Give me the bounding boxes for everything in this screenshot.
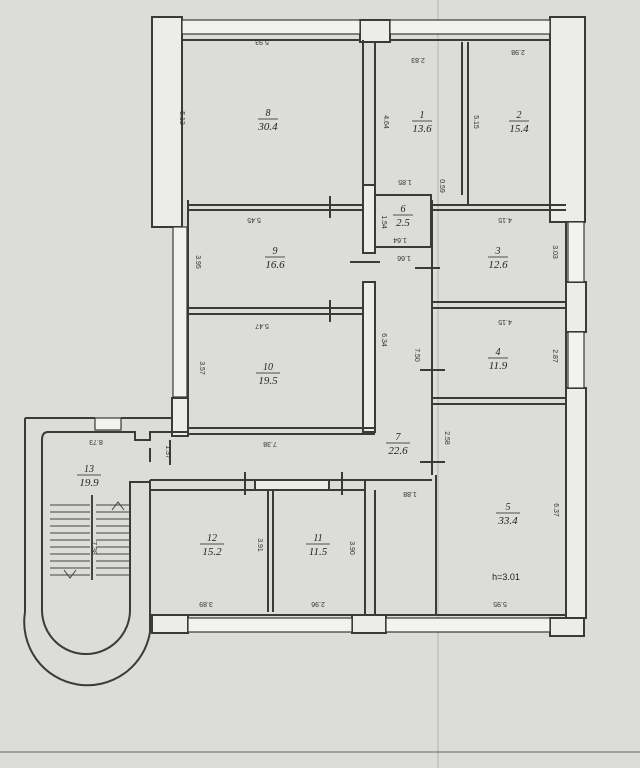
wall-left-upper: [151, 16, 183, 228]
room-3-area: 12.6: [488, 259, 508, 271]
wall-right-lower: [565, 387, 587, 619]
dim-room5-entry: 2.58: [443, 431, 450, 445]
dim-corridor-length: 7.50: [413, 348, 420, 362]
window-stair-top: [94, 417, 122, 431]
room-10-area: 19.5: [258, 375, 278, 387]
room-7-area: 22.6: [388, 445, 408, 457]
dim-corridor-spine: 6.34: [380, 333, 387, 347]
wall-pier-top: [359, 19, 391, 43]
dim-room4-width: 4.15: [498, 318, 512, 325]
room-labels: 8 30.4 1 13.6 2 15.4 6 2.5 9 16.6 3 12.6…: [77, 108, 529, 582]
window-bottom-right: [385, 617, 551, 633]
room-2-area: 15.4: [509, 123, 529, 135]
room-12-number: 12: [207, 533, 217, 544]
dim-room6-depth: 1.54: [380, 215, 387, 229]
dim-room4-depth: 2.87: [551, 349, 558, 363]
wall-corner-br: [549, 617, 585, 637]
dim-room13-width: 8.73: [89, 438, 103, 445]
room-11-area: 11.5: [309, 546, 328, 558]
dim-room8-width: 5.93: [255, 38, 269, 45]
windows: [94, 19, 585, 633]
dim-hall-1: 1.85: [398, 178, 412, 185]
dim-room9-width: 5.45: [247, 216, 261, 223]
room-10-number: 10: [263, 362, 273, 373]
room-11-number: 11: [313, 533, 322, 544]
dim-room6-width: 1.64: [393, 236, 407, 243]
dim-room5-depth: 6.37: [552, 503, 559, 517]
dim-room10-width: 5.47: [255, 322, 269, 329]
window-top-left: [181, 19, 361, 35]
stairs: [50, 495, 130, 580]
room-9-number: 9: [273, 246, 278, 257]
dim-stair-length: 7.38: [90, 541, 97, 555]
room-5-area: 33.4: [497, 515, 518, 527]
dim-room11-depth: 3.90: [348, 541, 355, 555]
room-8-area: 30.4: [257, 121, 278, 133]
dim-corridor-width: 1.66: [397, 254, 411, 261]
stair-block: [23, 397, 189, 687]
room-7-number: 7: [396, 432, 402, 443]
dim-room1-width: 2.83: [411, 56, 425, 63]
room-6-number: 6: [401, 204, 406, 215]
window-right-2: [567, 331, 585, 389]
room-8-number: 8: [266, 108, 271, 119]
window-right-1: [567, 221, 585, 283]
room-9-area: 16.6: [265, 259, 285, 271]
dim-room10-depth: 3.57: [198, 361, 205, 375]
room-1-area: 13.6: [412, 123, 432, 135]
dim-room1-depth: 4.64: [382, 115, 389, 129]
dim-corridor-lower: 7.38: [263, 440, 277, 447]
room-4-number: 4: [496, 347, 501, 358]
dim-room2-width: 2.98: [511, 48, 525, 55]
dim-room9-depth: 3.95: [194, 255, 201, 269]
room-6-area: 2.5: [396, 217, 410, 229]
room-13-number: 13: [84, 464, 94, 475]
dim-room8-depth: 5.13: [178, 111, 185, 125]
dim-hall-2: 0.59: [438, 179, 445, 193]
dimension-labels: 5.93 2.83 2.98 5.13 4.64 5.15 1.85 0.59 …: [89, 38, 559, 607]
wall-right-pier: [565, 281, 587, 333]
dim-room12-depth: 3.91: [256, 538, 263, 552]
room-12-area: 15.2: [202, 546, 222, 558]
room-4-area: 11.9: [489, 360, 508, 372]
window-left: [172, 226, 188, 398]
wall-right-upper: [549, 16, 586, 223]
dim-room12-width: 3.89: [199, 600, 213, 607]
dim-room2-depth: 5.15: [472, 115, 479, 129]
wall-pier-bottom: [351, 614, 387, 634]
dim-room5-vestibule: 1.88: [403, 490, 417, 497]
room-5-number: 5: [506, 502, 511, 513]
dim-room3-depth: 3.03: [551, 245, 558, 259]
room-13-area: 19.9: [79, 477, 99, 489]
outer-walls: [151, 16, 587, 637]
interior-walls: [149, 40, 566, 615]
wall-left-mid: [171, 397, 189, 437]
dim-room3-width: 4.15: [498, 216, 512, 223]
window-top-right: [389, 19, 551, 35]
room-3-number: 3: [495, 246, 501, 257]
dim-room11-width: 2.96: [311, 600, 325, 607]
wall-corner-bl: [151, 614, 189, 634]
window-bottom-left: [187, 617, 353, 633]
dim-room5-width: 5.95: [493, 600, 507, 607]
ceiling-height-note: h=3.01: [492, 572, 520, 582]
dim-passage: 1.37: [164, 445, 171, 459]
room-1-number: 1: [420, 110, 425, 121]
room-2-number: 2: [517, 110, 522, 121]
